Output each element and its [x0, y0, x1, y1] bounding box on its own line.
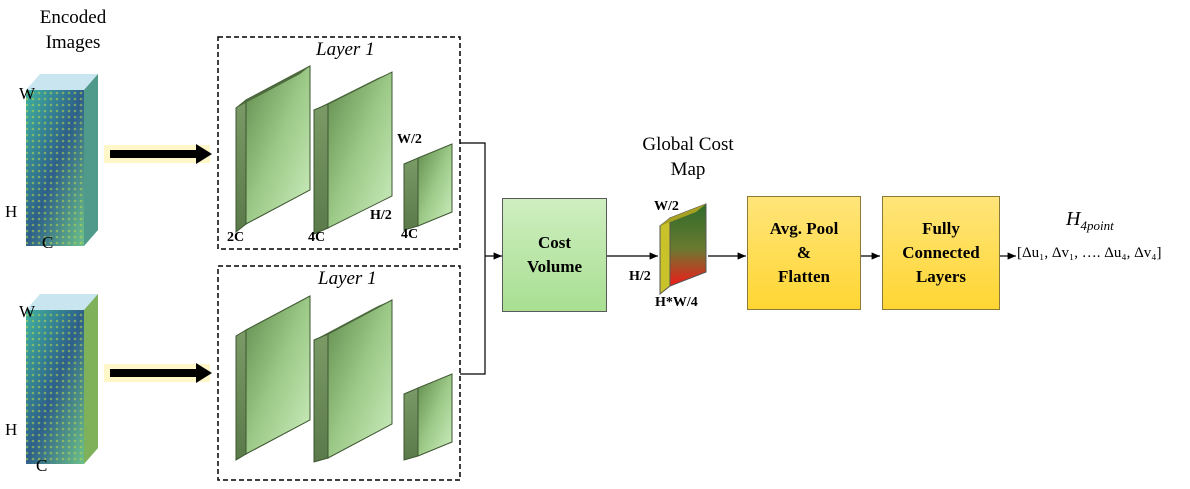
conv-block-small-bottom	[403, 373, 453, 461]
merge-connector	[460, 142, 502, 375]
global-cost-map-title-line2: Map	[670, 159, 706, 180]
axis-h-top: H	[5, 202, 18, 221]
axis-h-bottom: H	[5, 420, 18, 439]
layer-title-bottom: Layer 1	[318, 268, 377, 289]
layer-title-top: Layer 1	[316, 39, 375, 60]
conv-block-2c-top	[235, 65, 311, 234]
encoded-image-top	[26, 74, 98, 246]
global-cost-map-title: Global Cost Map	[628, 132, 748, 182]
avg-pool-flatten-box: Avg. Pool & Flatten	[747, 196, 861, 310]
fc-line1: Fully	[922, 219, 960, 238]
input-arrow-bottom	[104, 363, 212, 383]
dim-w2-map: W/2	[654, 199, 679, 214]
avg-pool-line2: &	[796, 243, 812, 262]
global-cost-map-title-line1: Global Cost	[642, 134, 734, 155]
output-title: H4point	[1066, 208, 1114, 234]
cost-volume-line2: Volume	[526, 257, 583, 276]
conv-block-4c-top	[313, 71, 393, 235]
encoded-images-title-line2: Images	[45, 32, 101, 53]
layer-frame-bottom	[217, 265, 461, 481]
fc-line3: Layers	[915, 267, 967, 286]
cost-volume-line1: Cost	[537, 233, 572, 252]
global-cost-map-block	[659, 203, 707, 296]
encoded-images-title: Encoded Images	[28, 5, 118, 55]
conv-block-4c-bottom	[313, 299, 393, 463]
cost-volume-box: Cost Volume	[502, 198, 607, 312]
dim-w2-layer: W/2	[397, 132, 422, 147]
dim-4c-a: 4C	[308, 230, 326, 245]
dim-2c: 2C	[227, 230, 245, 245]
dim-h2-layer: H/2	[370, 208, 392, 223]
input-arrow-top	[104, 144, 212, 164]
axis-w-top: W	[19, 84, 36, 103]
fc-line2: Connected	[902, 243, 980, 262]
axis-c-bottom: C	[36, 456, 48, 475]
output-title-main: H	[1066, 208, 1081, 230]
axis-c-top: C	[42, 233, 54, 252]
conv-block-small-top	[403, 143, 453, 231]
dim-4c-b: 4C	[401, 227, 419, 242]
avg-pool-line3: Flatten	[778, 267, 830, 286]
dim-h2-map: H/2	[629, 269, 651, 284]
encoded-image-bottom	[26, 294, 98, 464]
encoded-images-title-line1: Encoded	[39, 7, 107, 28]
dim-hw4-map: H*W/4	[655, 295, 698, 310]
output-title-sub: 4point	[1080, 218, 1114, 233]
fully-connected-box: Fully Connected Layers	[882, 196, 1000, 310]
avg-pool-line1: Avg. Pool	[769, 219, 839, 238]
conv-block-2c-bottom	[235, 295, 311, 461]
output-vector: [Δu₁, Δv₁, …. Δu₄, Δv₄]	[1017, 245, 1162, 261]
axis-w-bottom: W	[19, 302, 36, 321]
